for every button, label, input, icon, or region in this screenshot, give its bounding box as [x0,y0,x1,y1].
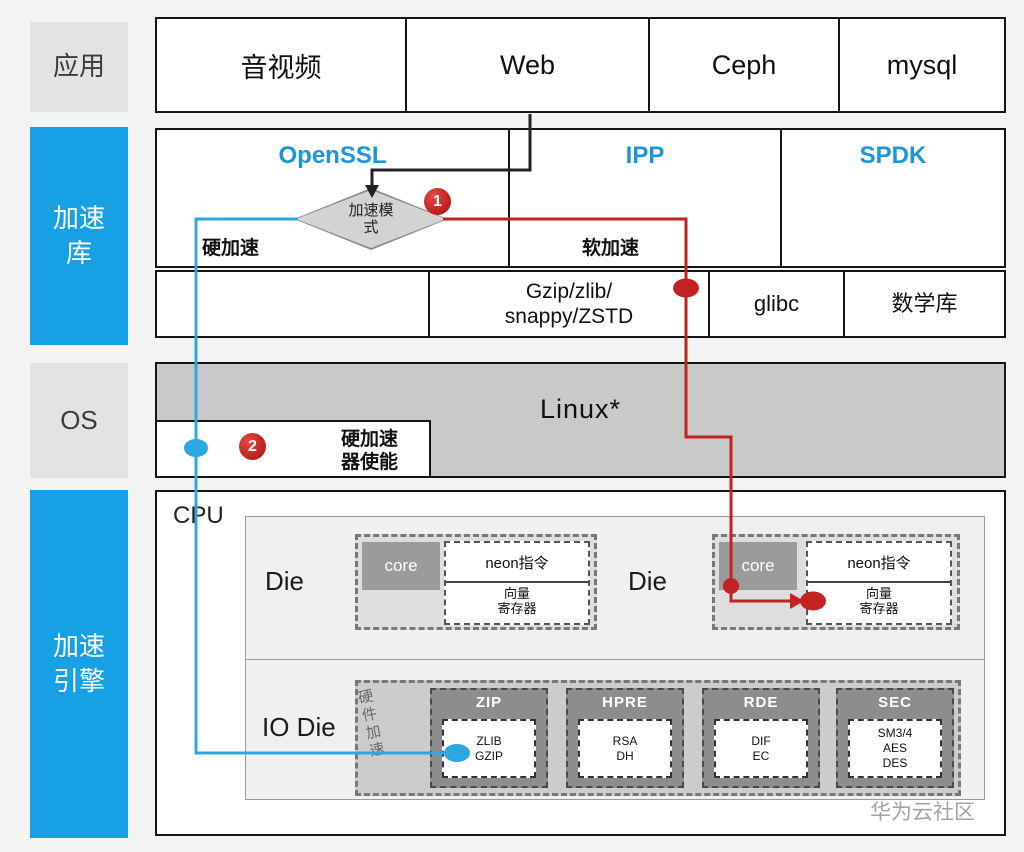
vector-register-right-label: 向量 寄存器 [808,583,950,621]
cpu-label: CPU [173,502,224,529]
hw-enable-line1: 硬加速 [340,429,398,450]
rde-item-dif: DIF [751,733,771,748]
lib-row2-mathlib-cell: 数学库 [845,272,1004,336]
rail-accel-lib-line2: 库 [65,238,92,268]
ipp-label: IPP [625,142,665,169]
neon-instruction-left-label: neon指令 [446,543,588,583]
lib-col-openssl: OpenSSL [157,130,510,266]
lib-row2-empty-cell [157,272,430,336]
rail-label-os-text: OS [60,404,98,435]
watermark-text: 华为云社区 [870,801,975,824]
app-cell-web: Web [407,19,650,111]
step-1-number: 1 [433,192,442,210]
vector-register-left-label: 向量 寄存器 [446,583,588,621]
rail-engine-line2: 引擎 [52,666,105,696]
core-left-box: core [362,542,440,590]
module-zip-items: ZLIB GZIP [442,719,536,778]
module-rde: RDE DIF EC [702,688,820,788]
lib-col-spdk: SPDK [782,130,1004,266]
module-sec: SEC SM3/4 AES DES [836,688,954,788]
app-ceph-label: Ceph [711,49,777,80]
app-cell-audio-video: 音视频 [157,19,407,111]
decision-diamond-label: 加速模式 [348,201,394,236]
vector-right-line1: 向量 [865,586,892,602]
module-hpre-items: RSA DH [578,719,672,778]
module-zip: ZIP ZLIB GZIP [430,688,548,788]
module-sec-items: SM3/4 AES DES [848,719,942,778]
neon-left-box: neon指令 向量 寄存器 [444,541,590,625]
hw-accelerator-enable-label: 硬加速 器使能 [312,429,427,475]
step-2-badge: 2 [239,433,266,460]
accel-library-top-row: OpenSSL IPP SPDK [155,128,1006,268]
step-2-number: 2 [248,437,257,455]
die-right-label: Die [628,566,668,596]
lib-row2-gzip-cell: Gzip/zlib/ snappy/ZSTD [430,272,710,336]
app-web-label: Web [499,49,556,80]
neon-right-box: neon指令 向量 寄存器 [806,541,952,625]
lib-row2-glibc-cell: glibc [710,272,845,336]
app-cell-mysql: mysql [840,19,1004,111]
vector-right-line2: 寄存器 [859,601,899,616]
module-sec-name: SEC [878,694,912,711]
lib-col-ipp: IPP [510,130,782,266]
module-rde-items: DIF EC [714,719,808,778]
app-cell-ceph: Ceph [650,19,840,111]
panel-divider [246,659,984,660]
hpre-item-rsa: RSA [612,733,638,748]
hpre-item-dh: DH [616,748,634,763]
accel-library-bottom-row: Gzip/zlib/ snappy/ZSTD glibc 数学库 [155,270,1006,338]
rail-label-application: 应用 [30,22,128,112]
soft-accel-label: 软加速 [582,238,640,259]
gzip-label-line2: snappy/ZSTD [504,305,634,328]
sec-item-aes: AES [882,741,907,755]
rail-label-accel-engine: 加速 引擎 [30,490,128,838]
neon-instruction-right-label: neon指令 [808,543,950,583]
glibc-label: glibc [753,290,800,316]
vector-left-line2: 寄存器 [497,601,537,616]
hw-accelerator-enable-box: 硬加速 器使能 [155,420,431,478]
app-mysql-label: mysql [886,49,958,80]
app-audio-video-label: 音视频 [240,52,322,83]
zip-item-zlib: ZLIB [476,733,502,748]
io-die-label: IO Die [262,712,336,742]
sec-item-des: DES [882,756,908,770]
die-left-label: Die [265,566,305,596]
module-hpre: HPRE RSA DH [566,688,684,788]
hw-enable-line2: 器使能 [340,451,398,473]
sec-item-sm34: SM3/4 [877,726,913,740]
openssl-label: OpenSSL [278,142,387,169]
rail-label-accel-library: 加速 库 [30,127,128,345]
spdk-label: SPDK [859,142,927,169]
gzip-label-line1: Gzip/zlib/ [525,279,613,303]
rail-engine-line1: 加速 [52,630,105,661]
module-rde-name: RDE [743,694,779,711]
rde-item-ec: EC [752,748,770,763]
rail-label-os: OS [30,363,128,478]
module-hpre-name: HPRE [602,694,648,711]
rail-label-application-text: 应用 [52,51,105,82]
application-row: 音视频 Web Ceph mysql [155,17,1006,113]
rail-accel-lib-line1: 加速 [52,202,105,233]
module-zip-name: ZIP [475,694,503,711]
step-1-badge: 1 [424,188,451,215]
zip-item-gzip: GZIP [474,748,503,763]
core-right-box: core [719,542,797,590]
vector-left-line1: 向量 [503,586,530,602]
math-lib-label: 数学库 [891,290,958,316]
hard-accel-label: 硬加速 [202,238,260,259]
